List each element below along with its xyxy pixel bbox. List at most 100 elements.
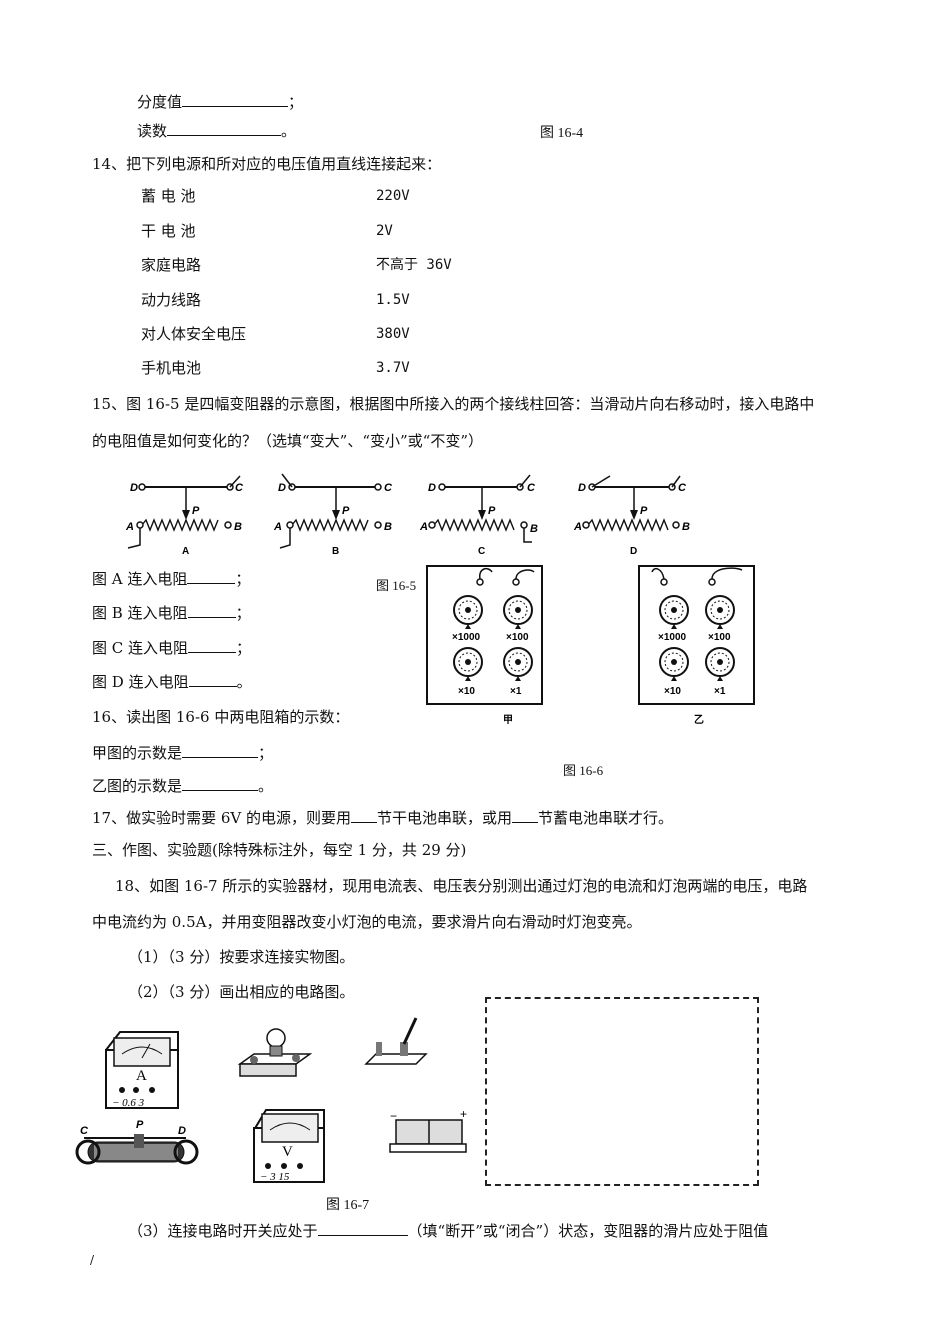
- voltage-item: 380V: [376, 326, 410, 342]
- battery-negative: −: [390, 1109, 397, 1123]
- voltmeter-icon: V − 3 15: [253, 1109, 325, 1184]
- scale-answer-blank[interactable]: [182, 92, 289, 107]
- question-18-sub2: （2）（3 分）画出相应的电路图。: [128, 983, 355, 1001]
- ammeter-icon: A − 0.6 3: [105, 1031, 179, 1110]
- multiplier-100: ×100: [708, 632, 731, 643]
- rheostat-panel-d: D C P A B D: [573, 475, 690, 557]
- terminal-p: P: [488, 505, 496, 517]
- yi-reading-label: 乙图的示数是: [92, 777, 183, 795]
- terminal-p: P: [342, 505, 350, 517]
- resistance-box-yi: ×1000 ×100 ×10 ×1 乙: [638, 565, 755, 726]
- reading-label: 读数: [137, 122, 168, 140]
- box-label-yi: 乙: [694, 714, 704, 726]
- terminal-d: D: [130, 482, 138, 494]
- lead-acid-count-blank[interactable]: [512, 808, 539, 823]
- ammeter-letter: A: [136, 1068, 147, 1084]
- multiplier-1000: ×1000: [658, 632, 687, 643]
- panel-label-b: B: [332, 546, 339, 557]
- answer-blank-a[interactable]: [187, 569, 236, 584]
- multiplier-100: ×100: [506, 632, 529, 643]
- switch-icon[interactable]: [364, 1017, 428, 1065]
- ammeter-terminals: − 0.6 3: [112, 1097, 145, 1109]
- terminal-p: P: [192, 505, 200, 517]
- reading-answer-blank[interactable]: [167, 121, 282, 136]
- circuit-drawing-box[interactable]: [485, 997, 759, 1186]
- battery-icon: − +: [389, 1107, 467, 1153]
- rheostat-panel-a: D C P A B A: [125, 475, 244, 557]
- terminal-c: C: [678, 482, 687, 494]
- rheostat-label-c: C: [80, 1125, 89, 1137]
- voltage-item: 2V: [376, 223, 393, 239]
- panel-label-d: D: [630, 546, 637, 557]
- terminal-c: C: [527, 482, 536, 494]
- rheostat-label-d: D: [178, 1125, 186, 1137]
- multiplier-10: ×10: [458, 686, 475, 697]
- source-item: 蓄 电 池: [141, 187, 196, 205]
- apparatus-16-7: A − 0.6 3 C P D V − 3 15: [75, 1017, 467, 1184]
- multiplier-10: ×10: [664, 686, 681, 697]
- source-item: 家庭电路: [141, 256, 202, 274]
- source-item: 手机电池: [141, 359, 202, 377]
- answer-label-b: 图 B 连入电阻: [92, 604, 188, 622]
- voltage-item: 3.7V: [376, 360, 410, 376]
- scale-label: 分度值: [137, 93, 183, 111]
- battery-positive: +: [460, 1107, 467, 1121]
- voltage-item: 220V: [376, 188, 410, 204]
- box-label-jia: 甲: [503, 714, 513, 726]
- dry-cell-count-blank[interactable]: [351, 808, 378, 823]
- terminal-d: D: [428, 482, 436, 494]
- figure-caption-16-4: 图 16-4: [540, 126, 584, 141]
- source-item: 对人体安全电压: [141, 325, 247, 343]
- rheostat-label-p: P: [136, 1119, 144, 1131]
- q17-part2: 节干电池串联，或用: [377, 809, 513, 827]
- q17-part3: 节蓄电池串联才行。: [538, 809, 674, 827]
- resistance-boxes-16-6: ×1000 ×100 ×10 ×1 甲 ×1000 ×100 ×10 ×1 乙: [426, 565, 755, 726]
- terminal-a: A: [125, 521, 134, 533]
- yi-reading-blank[interactable]: [182, 776, 259, 791]
- terminal-d: D: [278, 482, 286, 494]
- rheostat-icon[interactable]: C P D: [75, 1119, 199, 1165]
- question-18-line2: 中电流约为 0.5A，并用变阻器改变小灯泡的电流，要求滑片向右滑动时灯泡变亮。: [92, 913, 642, 931]
- figure-caption-16-5: 图 16-5: [376, 578, 417, 593]
- answer-label-a: 图 A 连入电阻: [92, 570, 188, 588]
- voltage-item: 1.5V: [376, 292, 410, 308]
- question-18-sub3b: （填“断开”或“闭合”）状态，变阻器的滑片应处于阻值: [407, 1222, 769, 1240]
- question-18-line1: 18、如图 16-7 所示的实验器材，现用电流表、电压表分别测出通过灯泡的电流和…: [115, 877, 808, 895]
- resistance-box-jia: ×1000 ×100 ×10 ×1 甲: [426, 565, 543, 726]
- jia-reading-label: 甲图的示数是: [92, 744, 183, 762]
- terminal-b: B: [384, 521, 392, 533]
- source-item: 干 电 池: [141, 222, 196, 240]
- rheostat-panel-b: D C P A B B: [273, 473, 393, 557]
- voltmeter-letter: V: [282, 1144, 293, 1160]
- panel-label-c: C: [478, 546, 485, 557]
- question-15-line2: 的电阻值是如何变化的？（选填“变大”、“变小”或“不变”）: [92, 432, 484, 450]
- multiplier-1: ×1: [714, 686, 726, 697]
- figure-caption-16-7: 图 16-7: [326, 1198, 370, 1213]
- answer-label-d: 图 D 连入电阻: [92, 673, 189, 691]
- voltage-item: 不高于 36V: [376, 257, 452, 273]
- terminal-d: D: [578, 482, 586, 494]
- question-14: 14、把下列电源和所对应的电压值用直线连接起来：: [92, 155, 442, 173]
- question-18-sub3a: （3）连接电路时开关应处于: [128, 1222, 318, 1240]
- terminal-a: A: [273, 521, 282, 533]
- figure-caption-16-6: 图 16-6: [563, 763, 604, 778]
- bulb-icon: [237, 1028, 313, 1077]
- footer-mark: /: [90, 1253, 95, 1267]
- terminal-a: A: [573, 521, 582, 533]
- answer-label-c: 图 C 连入电阻: [92, 639, 189, 657]
- terminal-b: B: [682, 521, 690, 533]
- answer-blank-d[interactable]: [188, 672, 237, 687]
- multiplier-1: ×1: [510, 686, 522, 697]
- answer-blank-b[interactable]: [187, 603, 236, 618]
- switch-state-blank[interactable]: [317, 1221, 408, 1236]
- terminal-c: C: [235, 482, 244, 494]
- rheostat-diagrams-16-5: D C P A B A D C P A B B D C: [125, 473, 690, 557]
- question-15-line1: 15、图 16-5 是四幅变阻器的示意图，根据图中所接入的两个接线柱回答：当滑动…: [92, 395, 815, 413]
- jia-reading-blank[interactable]: [182, 743, 259, 758]
- multiplier-1000: ×1000: [452, 632, 481, 643]
- answer-blank-c[interactable]: [188, 638, 237, 653]
- q17-part1: 17、做实验时需要 6V 的电源，则要用: [92, 809, 352, 827]
- terminal-b: B: [530, 523, 538, 535]
- terminal-c: C: [384, 482, 393, 494]
- terminal-a: A: [419, 521, 428, 533]
